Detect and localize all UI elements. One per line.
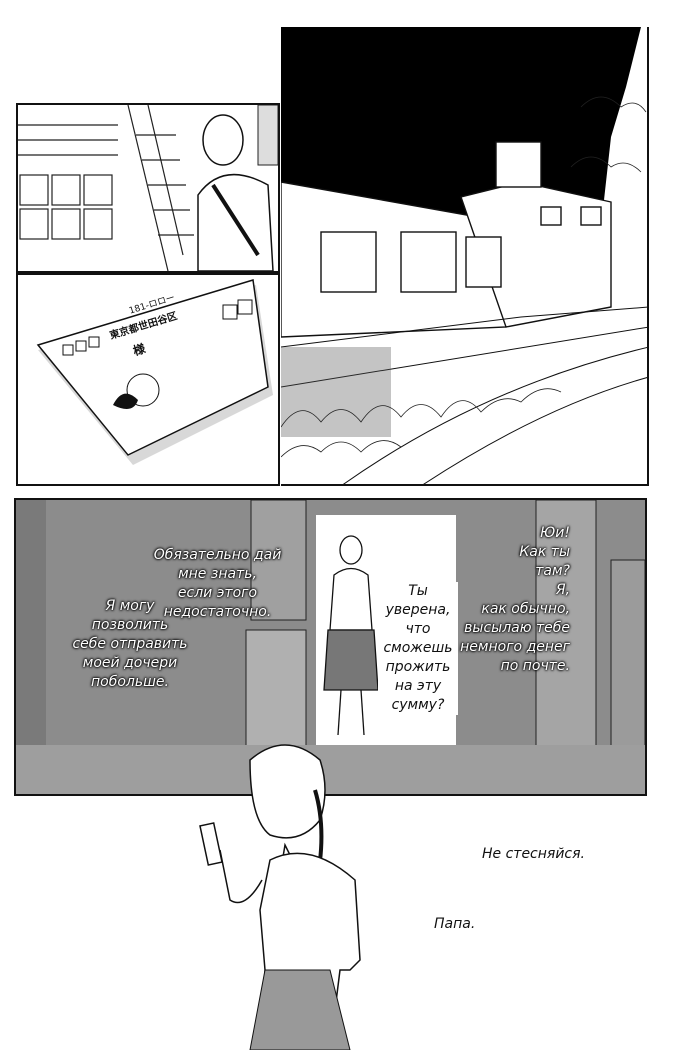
dialogue-right-bubble: Юи! Как ты там? Я, как обычно, высылаю т… xyxy=(460,525,570,674)
building-illustration xyxy=(281,27,647,484)
panel-girl-letter xyxy=(190,730,390,1050)
stairs-illustration xyxy=(18,105,278,271)
envelope-illustration xyxy=(18,275,278,484)
dialogue-mid-bubble: Обязательно дай мне знать, если этого не… xyxy=(153,547,282,620)
dialogue-left-bubble: Я могу позволить себе отправить моей доч… xyxy=(72,598,188,690)
panel-stairs xyxy=(16,103,280,273)
panel-doorway xyxy=(14,498,647,796)
signature-line: Папа. xyxy=(434,916,476,932)
panel-envelope: 181-ロロー 東京都世田谷区 様 xyxy=(16,273,280,486)
dialogue-center-bubble: Ты уверена, что сможешь прожить на эту с… xyxy=(378,582,458,715)
girl-illustration xyxy=(199,744,361,1050)
panel-building xyxy=(281,27,649,486)
closing-line: Не стесняйся. xyxy=(482,846,585,862)
doorway-illustration xyxy=(16,500,645,794)
